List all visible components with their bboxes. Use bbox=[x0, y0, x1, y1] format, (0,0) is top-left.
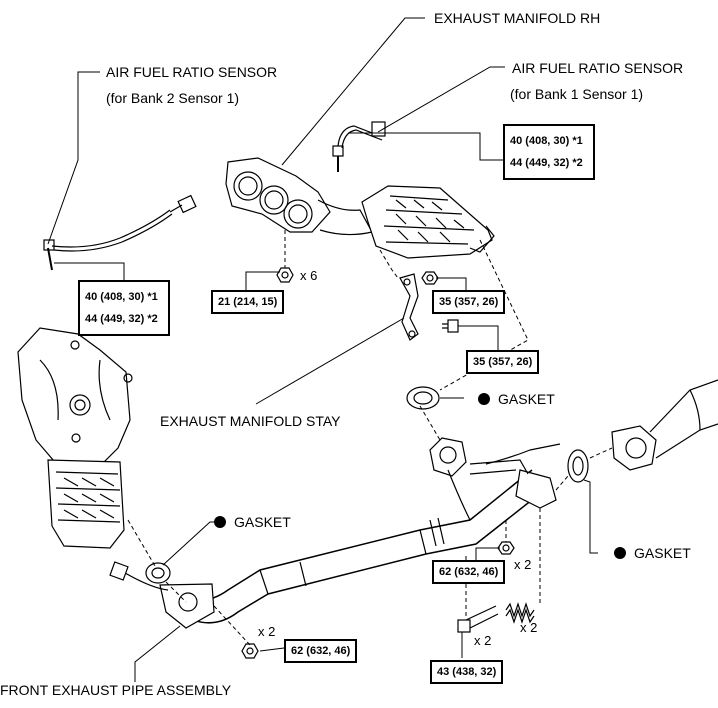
air-fuel-ratio-sensor-bank2 bbox=[43, 194, 197, 271]
afs-bank2-subtitle: (for Bank 2 Sensor 1) bbox=[106, 90, 240, 106]
afs-bank1-title: AIR FUEL RATIO SENSOR bbox=[512, 60, 684, 76]
exhaust-manifold-rh-label: EXHAUST MANIFOLD RH bbox=[434, 10, 601, 26]
manifold-nuts-count: x 6 bbox=[300, 268, 318, 283]
torque-box-pipe-nuts-center: 62 (632, 46) bbox=[432, 560, 506, 584]
catalytic-converter-rh bbox=[361, 185, 495, 259]
gasket-upper-bullet-icon bbox=[478, 393, 490, 405]
front-exhaust-pipe-label: FRONT EXHAUST PIPE ASSEMBLY bbox=[0, 682, 232, 698]
gasket-left bbox=[145, 562, 171, 584]
gasket-right bbox=[567, 449, 589, 483]
alignment-lines bbox=[127, 230, 613, 646]
pipe-spring bbox=[505, 602, 535, 624]
gasket-upper-label: GASKET bbox=[478, 391, 555, 407]
pipe-nuts-center-count: x 2 bbox=[514, 557, 532, 572]
torque-box-afs-bank1: 40 (408, 30) *1 44 (449, 32) *2 bbox=[503, 124, 595, 180]
gasket-left-bullet-icon bbox=[214, 516, 226, 528]
torque-box-stay-nut: 35 (357, 26) bbox=[432, 290, 506, 314]
exhaust-manifold-rh bbox=[225, 157, 373, 236]
afs-bank2-title: AIR FUEL RATIO SENSOR bbox=[106, 64, 278, 80]
torque-box-pipe-nuts-front: 62 (632, 46) bbox=[284, 639, 358, 663]
gasket-left-label: GASKET bbox=[214, 514, 291, 530]
stay-bolt bbox=[442, 319, 459, 333]
manifold-nut bbox=[276, 267, 294, 283]
torque-box-pipe-bolt: 43 (438, 32) bbox=[430, 660, 504, 684]
pipe-nuts-front-count: x 2 bbox=[258, 624, 276, 639]
torque-afs-bank1-line1: 40 (408, 30) *1 bbox=[510, 135, 583, 147]
torque-box-afs-bank2: 40 (408, 30) *1 44 (449, 32) *2 bbox=[78, 280, 170, 336]
gasket-upper bbox=[406, 386, 440, 410]
pipe-bolt bbox=[457, 605, 499, 633]
torque-box-stay-bolt: 35 (357, 26) bbox=[466, 350, 540, 374]
exhaust-manifold-stay-label: EXHAUST MANIFOLD STAY bbox=[160, 413, 341, 429]
exhaust-manifold-lh bbox=[17, 327, 133, 471]
torque-afs-bank2-line2: 44 (449, 32) *2 bbox=[85, 313, 158, 325]
torque-afs-bank1-line2: 44 (449, 32) *2 bbox=[510, 157, 583, 169]
gasket-right-label: GASKET bbox=[614, 545, 691, 561]
gasket-right-text: GASKET bbox=[634, 545, 691, 561]
exhaust-manifold-stay bbox=[399, 273, 419, 341]
pipe-bolt-count: x 2 bbox=[474, 633, 492, 648]
pipe-spring-count: x 2 bbox=[520, 620, 538, 635]
pipe-nut-center bbox=[497, 541, 515, 555]
center-exhaust-pipe bbox=[611, 379, 718, 471]
catalytic-converter-lh bbox=[47, 459, 125, 549]
afs-bank1-subtitle: (for Bank 1 Sensor 1) bbox=[510, 86, 644, 102]
torque-afs-bank2-line1: 40 (408, 30) *1 bbox=[85, 291, 158, 303]
gasket-left-text: GASKET bbox=[234, 514, 291, 530]
gasket-upper-text: GASKET bbox=[498, 391, 555, 407]
air-fuel-ratio-sensor-bank1 bbox=[332, 121, 386, 172]
front-exhaust-pipe bbox=[109, 437, 561, 629]
stay-nut bbox=[421, 271, 439, 285]
torque-box-manifold-nuts: 21 (214, 15) bbox=[211, 290, 285, 314]
leader-lines bbox=[47, 17, 598, 682]
pipe-nut-front bbox=[241, 643, 259, 659]
gasket-right-bullet-icon bbox=[614, 547, 626, 559]
